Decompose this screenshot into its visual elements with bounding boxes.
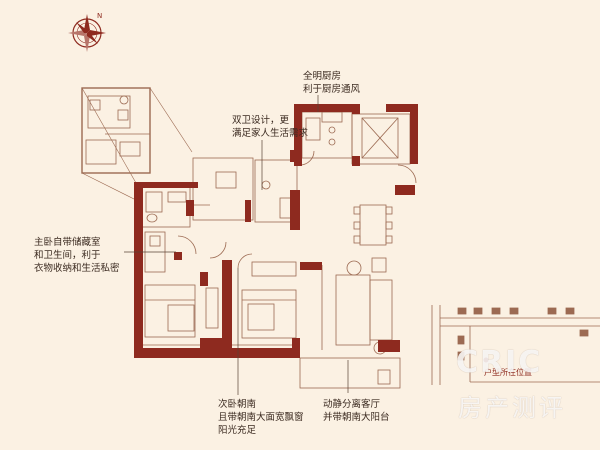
annotation-line: 主卧自带储藏室 — [34, 237, 101, 248]
annotation-line: 阳光充足 — [218, 425, 257, 436]
annotation-leaders — [124, 95, 349, 395]
annotation-line: 利于厨房通风 — [303, 84, 361, 95]
annotation-line: 且带朝南大面宽飘窗 — [218, 412, 304, 423]
watermark-subtitle: 房产测评 — [458, 394, 566, 422]
annotation-line: 衣物收纳和生活私密 — [34, 263, 120, 274]
annotation-line: 满足家人生活需求 — [232, 128, 309, 139]
compass-rose-icon: N — [68, 12, 106, 52]
location-map-caption: 户型所在位置 — [484, 368, 532, 377]
annotation-kitchen: 全明厨房 利于厨房通风 — [303, 70, 360, 96]
annotation-line: 全明厨房 — [303, 71, 342, 82]
inset-connector — [149, 87, 193, 153]
interior-lines — [138, 111, 417, 389]
annotation-living-room: 动静分离客厅 并带朝南大阳台 — [323, 398, 390, 424]
watermark-brand: CRIC — [456, 345, 543, 380]
annotation-second-bedroom: 次卧朝南 且带朝南大面宽飘窗 阳光充足 — [218, 398, 304, 437]
inset-room-view — [81, 87, 151, 174]
annotation-line: 并带朝南大阳台 — [323, 412, 390, 423]
annotation-line: 双卫设计，更 — [232, 115, 290, 126]
annotation-line: 动静分离客厅 — [323, 399, 381, 410]
annotation-line: 和卫生间，利于 — [34, 250, 101, 261]
annotation-line: 次卧朝南 — [218, 399, 257, 410]
structural-walls — [134, 104, 418, 358]
inset-connector — [81, 87, 137, 184]
compass-north-label: N — [97, 12, 102, 20]
annotation-master-bedroom: 主卧自带储藏室 和卫生间，利于 衣物收纳和生活私密 — [34, 236, 120, 275]
inset-connector — [81, 172, 137, 201]
annotation-bathrooms: 双卫设计，更 满足家人生活需求 — [232, 114, 308, 140]
location-map — [431, 305, 600, 385]
